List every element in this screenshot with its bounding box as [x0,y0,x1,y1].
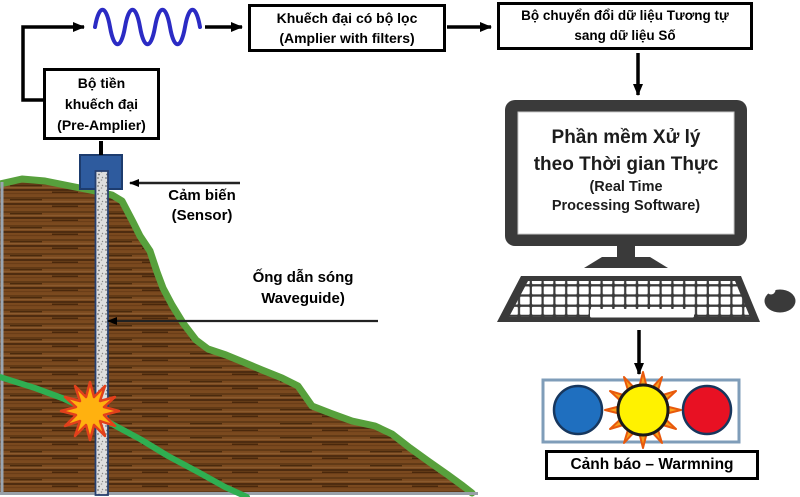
alert-red-light [681,384,733,436]
slip-surface-line [0,374,250,497]
software-line-4: Processing Software) [551,198,701,214]
fracture-starburst-icon [59,380,121,442]
keyboard-icon [497,276,760,322]
adc-line-1: Bộ chuyển đổi dữ liệu Tương tự [521,8,729,23]
hill-body [0,179,472,493]
hill-surface-green-edge [0,175,476,497]
hillside-terrain [0,175,478,497]
adc-box: Bộ chuyển đổi dữ liệu Tương tự sang dữ l… [497,2,753,50]
adc-line-2: sang dữ liệu Số [574,28,676,43]
software-line-3: (Real Time [589,179,663,195]
arrow-preamp-to-wave [21,22,85,102]
amplifier-line-1: Khuếch đại có bộ lọc [276,10,418,26]
preamp-line-3: (Pre-Amplier) [57,116,146,133]
software-line-1: Phần mềm Xử lý [551,127,701,148]
alert-caption-text: Cảnh báo – Warmning [570,456,734,473]
preamp-box: Bộ tiền khuếch đại (Pre-Amplier) [43,68,160,140]
sine-wave-icon [93,7,202,47]
amplifier-line-2: (Amplier with filters) [279,30,415,46]
software-line-2: theo Thời gian Thực [533,154,719,175]
preamp-line-1: Bộ tiền [77,74,126,91]
software-screen-text: Phần mềm Xử lý theo Thời gian Thực (Real… [518,124,734,216]
monitor-icon [505,100,747,268]
sensor-label-line-1: Cảm biến [168,187,236,204]
waveguide-label-line-2: Waveguide) [261,290,345,307]
sensor-label-line-2: (Sensor) [171,207,233,224]
waveguide-label-line-1: Ống dẫn sóng [252,269,354,286]
amplifier-box: Khuếch đại có bộ lọc (Amplier with filte… [248,4,446,52]
alert-blue-light [552,384,604,436]
mouse-icon [764,285,796,313]
waveguide-label: Ống dẫn sóng Waveguide) [240,267,366,309]
preamp-line-2: khuếch đại [64,95,139,112]
alert-caption-box: Cảnh báo – Warmning [545,450,759,480]
alert-yellow-light [616,383,670,437]
alert-lights-panel [541,371,741,449]
sensor-label: Cảm biến (Sensor) [152,186,252,226]
waveguide-tube [94,170,109,496]
